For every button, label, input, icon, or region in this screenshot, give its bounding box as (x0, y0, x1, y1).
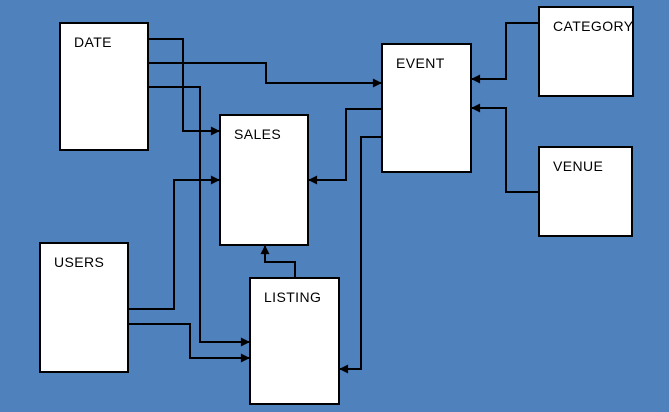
entity-users-label: USERS (54, 254, 105, 270)
entity-sales: SALES (219, 114, 309, 246)
entity-listing: LISTING (249, 277, 340, 405)
entity-category-label: CATEGORY (553, 18, 634, 34)
connector-listing-sales (260, 245, 296, 277)
entity-event: EVENT (381, 43, 472, 173)
connector-date-sales (149, 38, 220, 136)
entity-date-label: DATE (74, 34, 112, 50)
entity-venue: VENUE (538, 146, 633, 237)
entity-category: CATEGORY (538, 6, 634, 97)
entity-date: DATE (59, 22, 149, 151)
connector-venue-event (471, 103, 538, 193)
connector-event-sales (308, 108, 381, 185)
entity-listing-label: LISTING (264, 289, 322, 305)
connector-event-listing (339, 136, 381, 374)
connector-category-event (471, 22, 538, 84)
connector-users-listing (129, 323, 250, 363)
entity-sales-label: SALES (234, 126, 282, 142)
connector-users-sales (129, 175, 220, 310)
entity-venue-label: VENUE (553, 158, 604, 174)
connector-date-event (149, 62, 382, 88)
entity-event-label: EVENT (396, 55, 445, 71)
entity-users: USERS (39, 242, 129, 373)
